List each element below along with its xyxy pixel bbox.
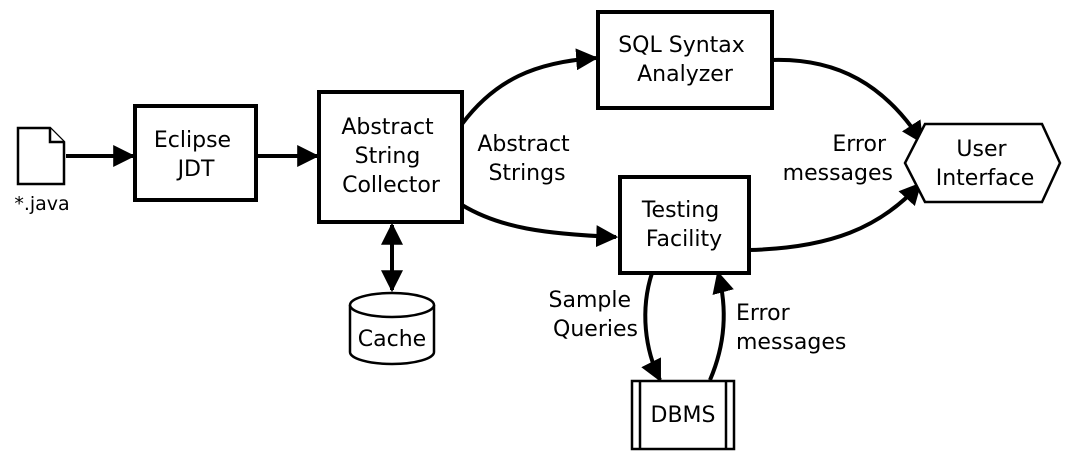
dbms-label: DBMS — [651, 403, 716, 428]
edge-dbms-to-testing — [708, 270, 734, 381]
file-icon-fold — [48, 128, 64, 144]
edge-label-error-messages-dbms: Error messages — [736, 301, 846, 355]
sql-syntax-analyzer-label: SQL Syntax Analyzer — [618, 33, 752, 87]
edge-label-error-messages-ui: Error messages — [783, 132, 893, 186]
abstract-string-collector-node: Abstract String Collector — [317, 90, 464, 224]
edges — [66, 48, 924, 382]
edge-testing-to-ui — [748, 182, 922, 252]
cache-label: Cache — [358, 327, 426, 352]
dbms-node: DBMS — [630, 379, 736, 451]
testing-facility-node: Testing Facility — [618, 175, 751, 275]
edge-collector-to-testing — [460, 203, 619, 248]
edge-label-abstract-strings: Abstract Strings — [477, 132, 576, 186]
edge-label-sample-queries: Sample Queries — [549, 288, 639, 342]
cache-node: Cache — [348, 291, 436, 366]
user-interface-label: User Interface — [936, 137, 1035, 191]
java-file-node: *.java — [14, 126, 70, 215]
edge-collector-to-sql — [460, 48, 599, 126]
eclipse-jdt-label: Eclipse JDT — [154, 128, 238, 182]
edge-sql-to-ui — [771, 57, 924, 144]
java-file-label: *.java — [14, 193, 69, 215]
user-interface-node: User Interface — [903, 122, 1062, 204]
database-icon — [348, 305, 436, 366]
abstract-string-collector-label: Abstract String Collector — [341, 115, 441, 198]
edge-testing-to-dbms — [641, 272, 662, 382]
sql-syntax-analyzer-node: SQL Syntax Analyzer — [596, 10, 774, 110]
eclipse-jdt-node: Eclipse JDT — [133, 104, 258, 202]
testing-facility-label: Testing Facility — [641, 198, 726, 252]
